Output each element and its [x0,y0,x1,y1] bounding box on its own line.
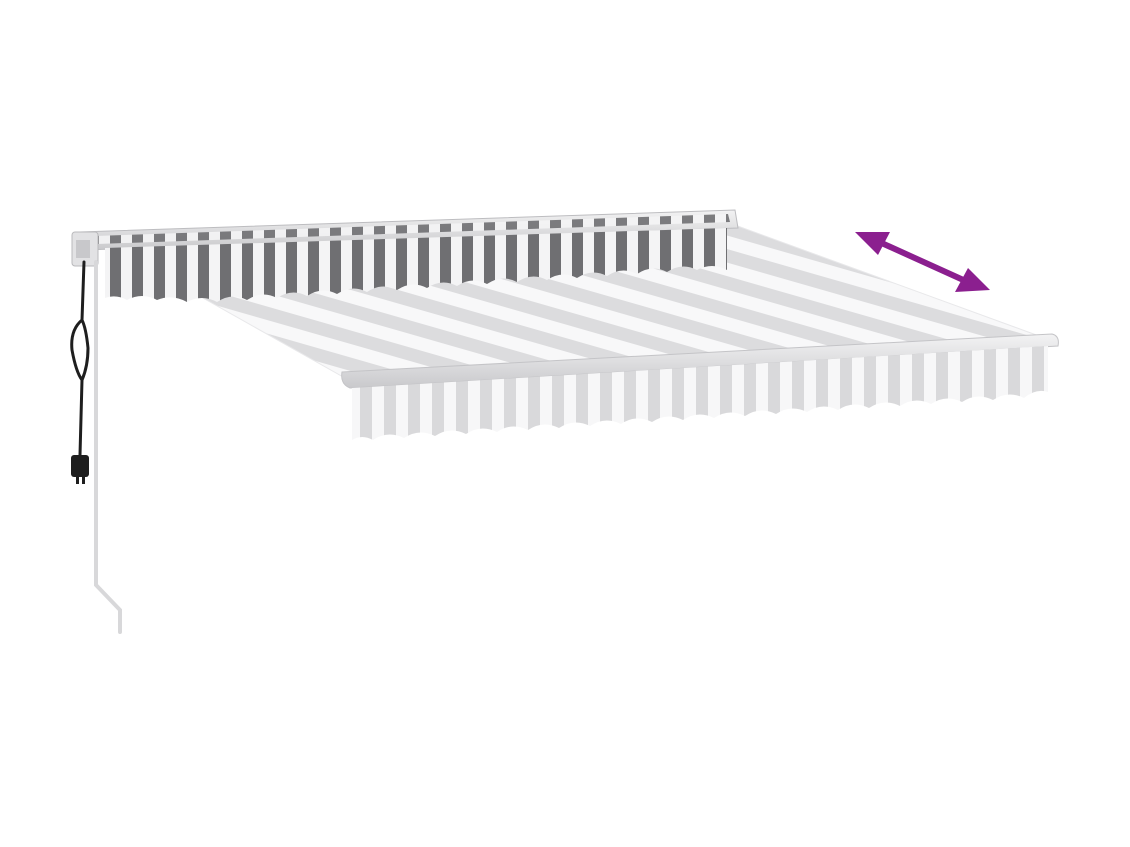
power-cable [70,260,90,457]
double-arrow-icon [855,232,990,292]
wall-bracket [71,231,99,267]
power-plug-icon [71,455,89,484]
front-bar [341,333,1059,389]
front-valance [352,346,1048,440]
crank-handle [94,260,122,634]
rear-valance [105,228,727,302]
awning [79,209,1059,440]
cassette-dark-edge [95,214,730,244]
